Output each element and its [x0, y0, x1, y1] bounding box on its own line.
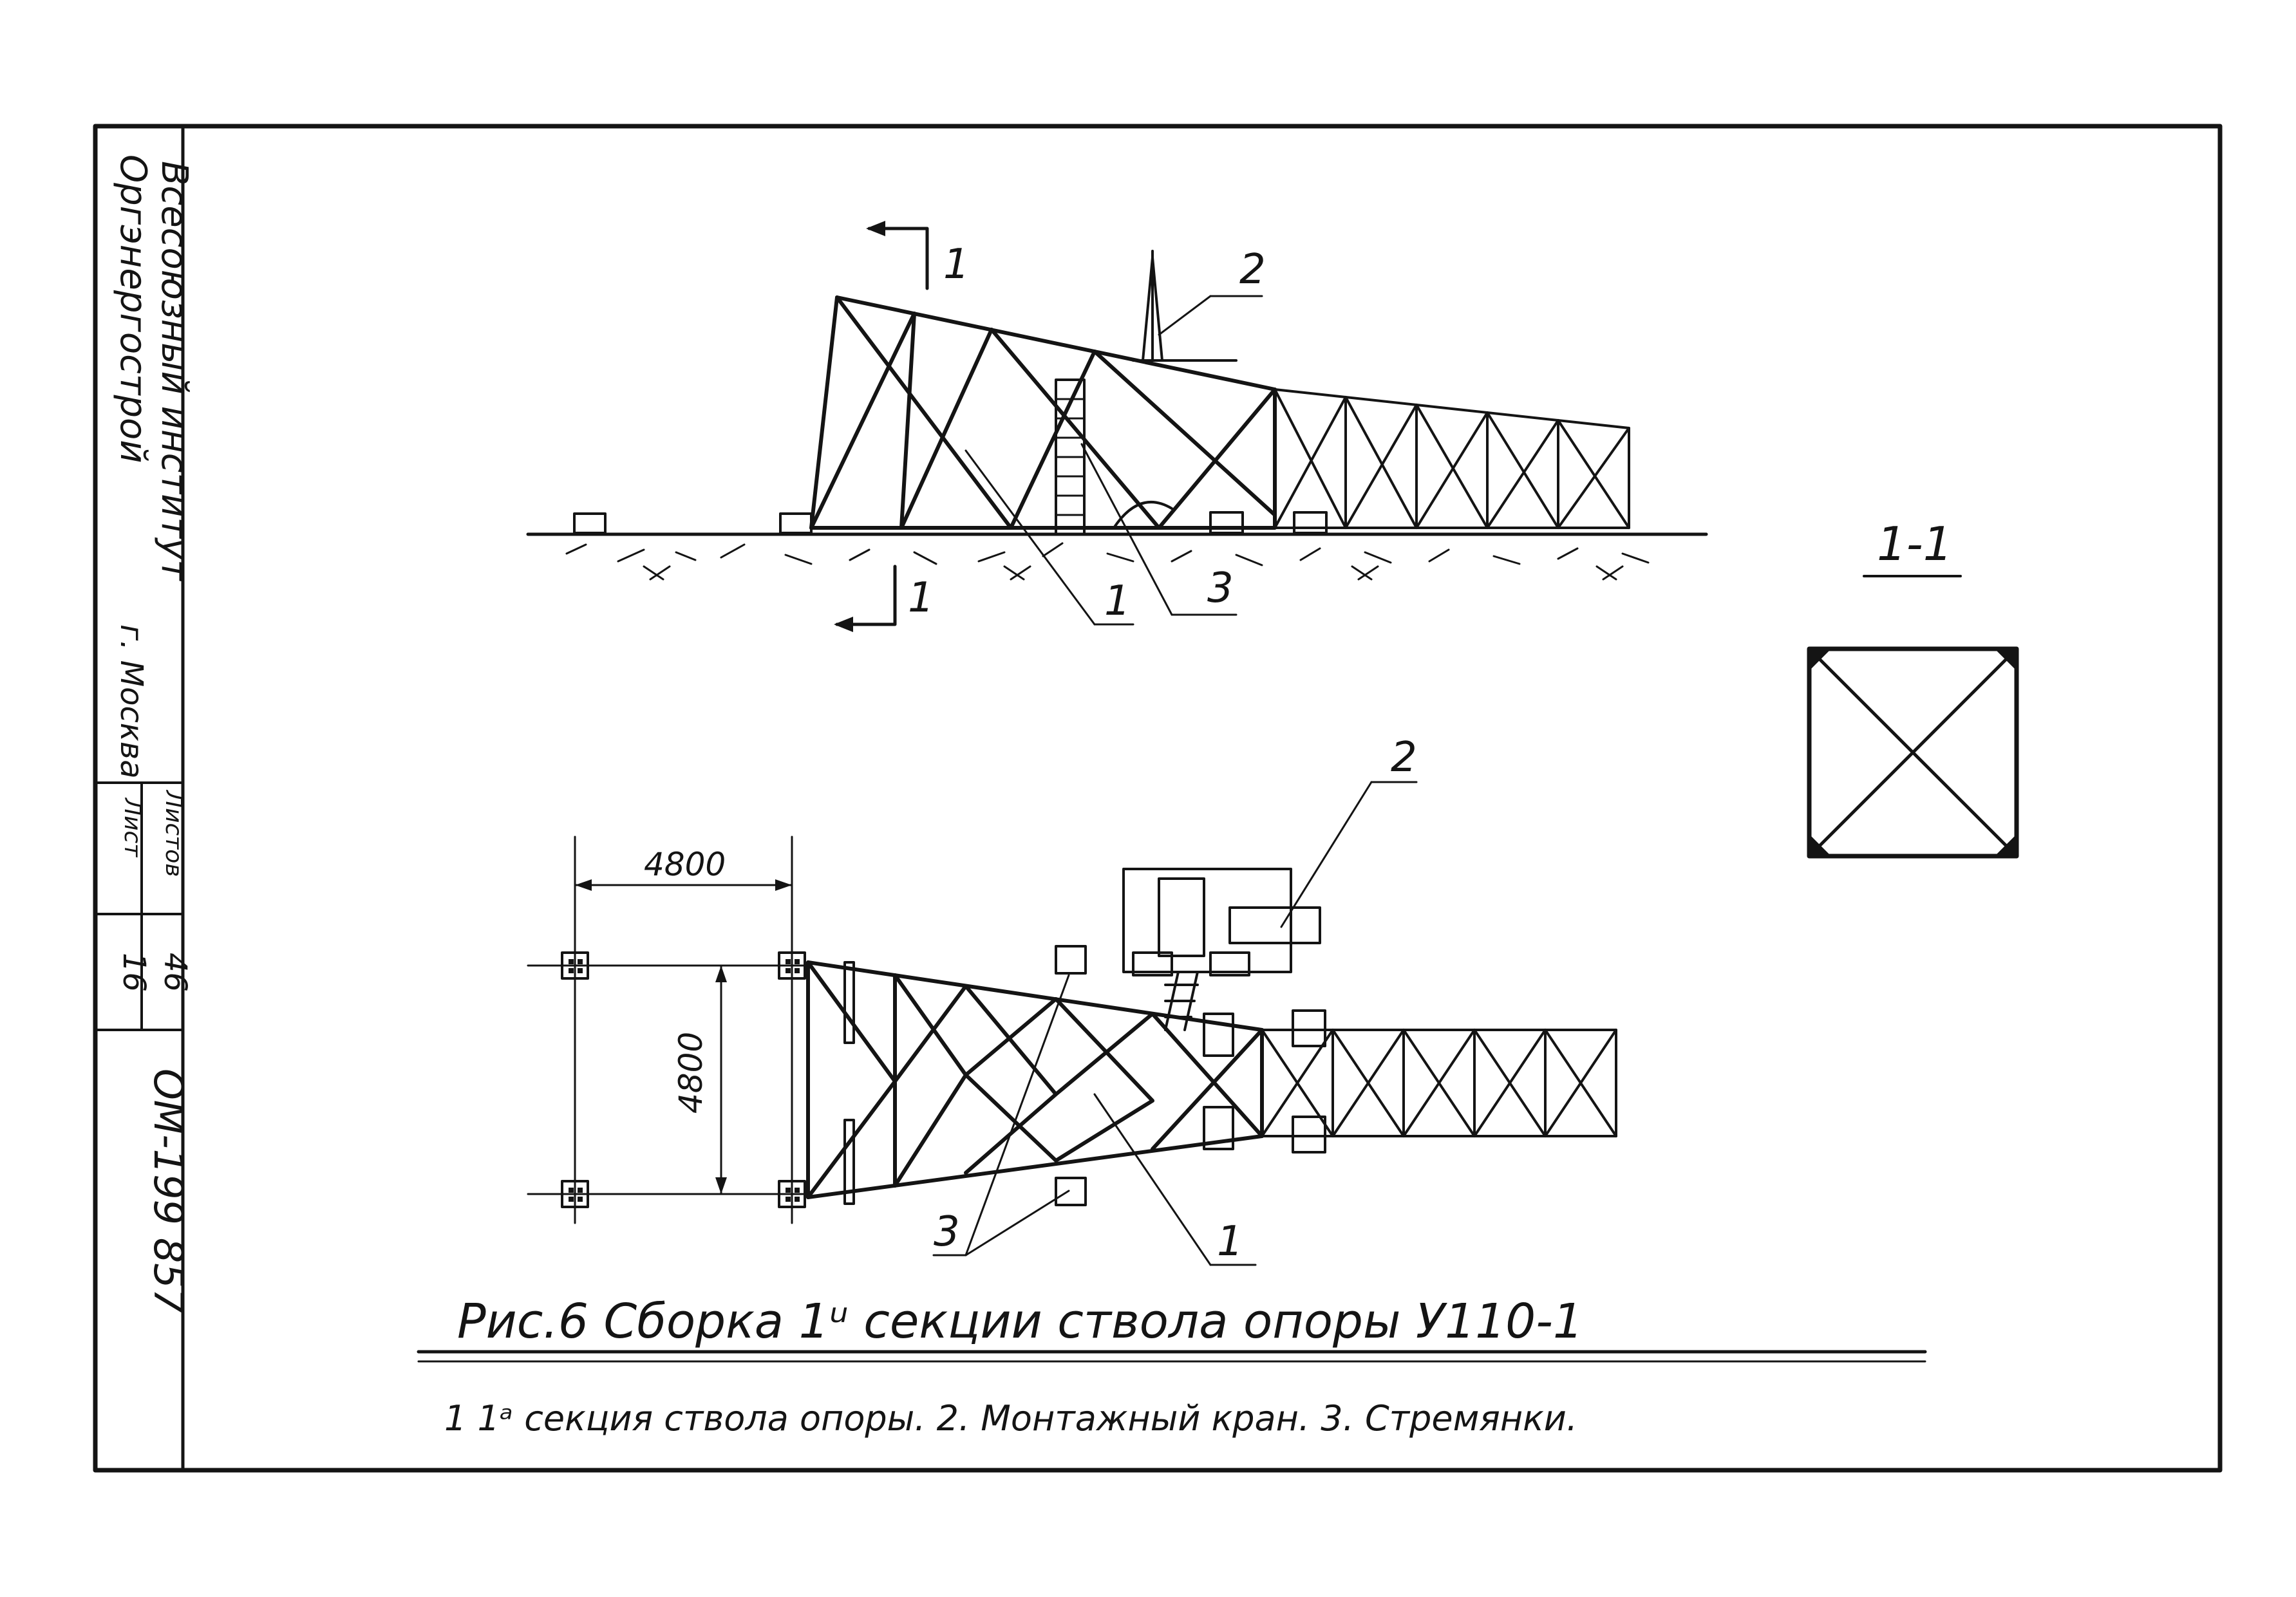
section-cut-marker: 1 1 — [834, 221, 970, 632]
ground-support — [779, 512, 813, 534]
drawing-frame — [93, 124, 2223, 1473]
svg-text:2: 2 — [1391, 734, 1417, 781]
institute-name: Всесоюзный институт — [153, 161, 195, 581]
sheet-number: 16 — [116, 953, 152, 992]
callout-leaders-plan: 2 3 1 — [932, 734, 1418, 1266]
foundation-blocks — [561, 951, 806, 1208]
svg-text:1: 1 — [1217, 1218, 1243, 1265]
sleeper — [843, 961, 855, 1044]
tower-section-1-plan — [806, 960, 1264, 1199]
figure-title: Рис.6 Сборка 1ᵘ секции ствола опоры У110… — [457, 1294, 1583, 1349]
callout-leaders-elevation: 1 3 2 — [965, 246, 1266, 626]
blocking — [1292, 1009, 1326, 1047]
section-1-1: 1-1 — [1807, 517, 2019, 859]
blocking — [1203, 1106, 1234, 1150]
dimension-vertical: 4800 — [527, 964, 813, 1195]
blocking — [1203, 1013, 1234, 1057]
svg-text:4800: 4800 — [672, 1032, 710, 1114]
sheets-label: Листов — [160, 789, 187, 877]
svg-text:1: 1 — [908, 574, 934, 622]
ground-support — [1209, 511, 1244, 534]
svg-text:2: 2 — [1239, 246, 1266, 294]
figure-title-block: Рис.6 Сборка 1ᵘ секции ствола опоры У110… — [417, 1294, 1927, 1439]
ground-support — [1293, 511, 1328, 534]
sheet-label: Лист — [119, 797, 146, 857]
document-number: ОМ-199 857 — [145, 1069, 192, 1314]
blocking — [1292, 1116, 1326, 1153]
ground-support — [573, 512, 607, 534]
elevation-view: 1 1 1 3 2 — [526, 221, 1708, 632]
title-stamp: Всесоюзный институт Оргэнергострой г. Мо… — [112, 154, 195, 1314]
ladder-plan — [1055, 945, 1087, 975]
svg-text:1: 1 — [1104, 577, 1131, 625]
tower-section-2-plan — [1261, 1029, 1617, 1137]
tower-section-2-elevation — [1274, 388, 1630, 529]
ladder-elevation — [1055, 378, 1086, 536]
figure-caption: 1 1ᵃ секция ствола опоры. 2. Монтажный к… — [444, 1398, 1577, 1439]
ladder-plan — [1055, 1177, 1087, 1206]
sheets-count: 46 — [157, 953, 193, 992]
crane-elevation — [1113, 250, 1237, 529]
plan-view: 4800 4800 — [527, 734, 1617, 1266]
dimension-horizontal: 4800 — [574, 836, 793, 1224]
tower-section-1-elevation — [809, 295, 1277, 530]
ground-line — [526, 532, 1708, 581]
svg-text:4800: 4800 — [644, 846, 726, 883]
svg-text:3: 3 — [1207, 565, 1234, 612]
svg-text:1: 1 — [943, 241, 970, 288]
section-title: 1-1 — [1877, 517, 1953, 571]
city-name: г. Москва — [113, 624, 149, 779]
sleeper — [843, 1119, 855, 1205]
crane-plan — [1122, 868, 1321, 1031]
svg-text:3: 3 — [934, 1208, 960, 1256]
organization-name: Оргэнергострой — [112, 154, 154, 463]
